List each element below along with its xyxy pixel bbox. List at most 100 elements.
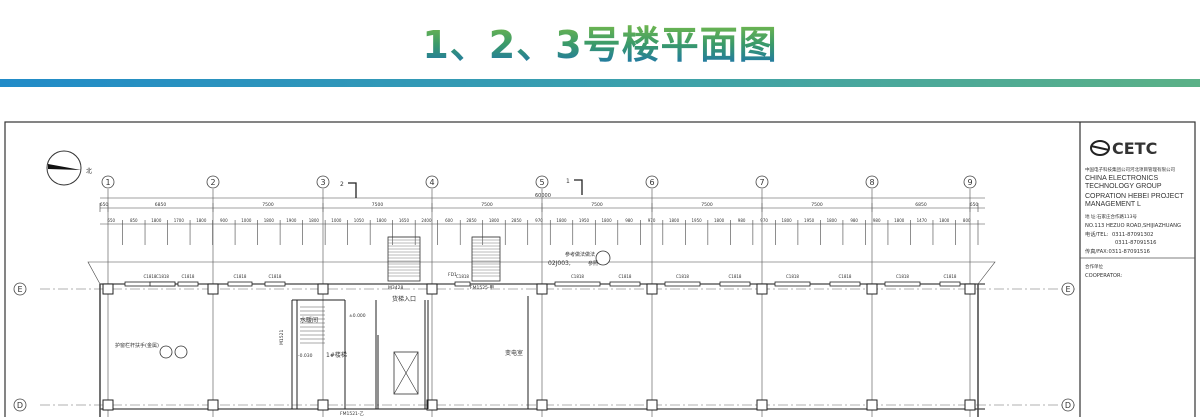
dimension-label: 6850 [915,202,927,208]
row-axis-bubble-E [13,282,27,296]
column [102,283,114,295]
page-title: 1、2、3号楼平面图 [0,14,1200,69]
drawing-frame [4,121,1196,417]
sub-dimension-label: 1800 [939,218,950,223]
door-fm1525: FM1525-甲 [470,285,494,291]
dimension-label: 7500 [372,202,384,208]
column [866,399,878,411]
axis-bubble-1 [101,175,115,189]
axis-bubble-3 [316,175,330,189]
window-tag: C1818 [839,274,852,279]
axis-label-9: 9 [967,178,972,187]
axis-bubble-7 [755,175,769,189]
sub-dimension-label: 1800 [376,218,387,223]
dimension-label: 7500 [481,202,493,208]
row-axis-label-D: D [1065,401,1071,410]
address-cn: 地 址:石家庄合作路113号 [1085,213,1138,220]
sub-dimension-label: 2850 [466,218,477,223]
window-tag: C1818 [156,274,169,279]
dimension-label: 7500 [811,202,823,208]
axis-label-1: 1 [105,178,110,187]
sub-dimension-label: 2400 [421,218,432,223]
column [317,399,329,411]
detail-callout-icon [159,345,173,359]
column [756,283,768,295]
axis-label-4: 4 [429,178,434,187]
dimension-label: 7500 [591,202,603,208]
north-label: 北 [86,167,92,175]
door-m3428: M3428 [388,285,403,291]
axis-label-8: 8 [869,178,874,187]
sub-dimension-label: 1800 [782,218,793,223]
entrance-ramp [471,236,501,282]
window [609,281,641,287]
section-mark-label: 2 [340,181,344,188]
window [719,281,751,287]
room-substation: 变电室 [505,349,523,357]
sub-dimension-label: 1900 [286,218,297,223]
column [964,283,976,295]
tel-1: 0311-87091302 [1112,232,1153,238]
section-mark-icon [348,182,357,198]
column [646,399,658,411]
axis-label-6: 6 [649,178,654,187]
sub-dimension-label: 1800 [151,218,162,223]
axis-bubble-2 [206,175,220,189]
sub-dimension-label: 1950 [691,218,702,223]
sub-dimension-label: 980 [625,218,633,223]
company-en-2: COPRATION HEBEI PROJECT MANAGEMENT L [1085,193,1184,208]
window [177,281,199,287]
window-tag: C1818 [896,274,909,279]
window [774,281,811,287]
section-mark-label: 1 [566,178,570,185]
level-0: ±0.000 [349,313,366,319]
overall-dimension: 60000 [535,193,551,199]
column [536,399,548,411]
room-freight: 货梯入口 [392,295,416,303]
column [207,283,219,295]
window [884,281,921,287]
sub-dimension-label: 1700 [174,218,185,223]
canopy-outline [87,261,996,285]
sub-dimension-label: 650 [107,218,115,223]
elevator-shaft [393,351,419,395]
dimension-label: 6850 [155,202,167,208]
window [939,281,961,287]
sub-dimension-label: 1470 [917,218,928,223]
sub-dimension-label: 900 [220,218,228,223]
elevator-cross-icon [393,351,419,395]
dimension-label: 7500 [701,202,713,208]
sub-dimension-label: 1800 [714,218,725,223]
window [554,281,601,287]
ref-code: 02J003, [548,260,571,267]
sub-dimension-label: 1800 [264,218,275,223]
window-tag: C1818 [269,274,282,279]
room-water: 水暖间 [300,316,318,324]
axis-label-7: 7 [759,178,764,187]
ref-note: 参考做法做法 [565,251,595,258]
window [664,281,701,287]
window-tag: C1818 [456,274,469,279]
row-axis-label-E: E [1065,285,1070,294]
entrance-ramp [387,236,421,282]
axis-label-3: 3 [320,178,325,187]
tel-2: 0311-87091516 [1115,240,1156,246]
row-axis-bubble-D [13,398,27,412]
railing-note: 护窗栏杆扶手(金属) [115,342,159,349]
ref-code-2: 参照 [588,260,598,267]
sub-dimension-label: 980 [873,218,881,223]
dimension-label: 650 [100,202,109,208]
window-tag: C1818 [144,274,157,279]
sub-dimension-label: 980 [738,218,746,223]
column [646,283,658,295]
column [536,283,548,295]
sub-dimension-label: 1800 [196,218,207,223]
tel-label: 电话/TEL: [1085,230,1108,238]
window-tag: C1818 [619,274,632,279]
north-arrow-icon [46,150,82,186]
column [426,283,438,295]
sub-dimension-label: 1050 [354,218,365,223]
row-axis-label-D: D [17,401,23,410]
window [454,281,471,287]
